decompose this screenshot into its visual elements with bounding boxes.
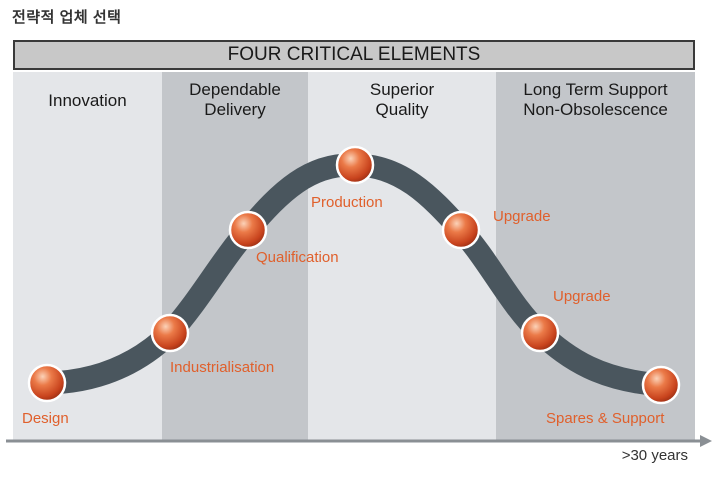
- stage-node: [441, 210, 481, 250]
- stage-node: [641, 365, 681, 405]
- stage-node: [150, 313, 190, 353]
- column-label-line: Long Term Support: [523, 80, 668, 99]
- column-label-line: Innovation: [48, 91, 127, 110]
- stage-design: Design: [22, 363, 69, 427]
- column-label-superior-quality: Superior Quality: [308, 80, 496, 120]
- column-label-line: Delivery: [204, 100, 266, 119]
- stage-label: Industrialisation: [170, 359, 274, 376]
- column-superior-quality: [308, 72, 496, 440]
- stage-label: Upgrade: [553, 288, 611, 305]
- column-label-line: Dependable: [189, 80, 281, 99]
- axis-arrow-icon: [700, 435, 712, 447]
- stage-upgrade-1: Upgrade: [441, 208, 551, 250]
- stage-upgrade-2: Upgrade: [520, 288, 611, 353]
- timeline-label: >30 years: [621, 447, 688, 464]
- stage-spares-support: Spares & Support: [546, 365, 681, 427]
- column-label-line: Non-Obsolescence: [523, 100, 668, 119]
- banner-four-critical-elements: FOUR CRITICAL ELEMENTS: [13, 40, 695, 70]
- stage-node: [520, 313, 560, 353]
- page-title: 전략적 업체 선택: [12, 9, 122, 26]
- column-label-innovation: Innovation: [13, 91, 162, 111]
- stage-node: [228, 210, 268, 250]
- stage-label: Upgrade: [493, 208, 551, 225]
- stage-production: Production: [311, 145, 383, 211]
- column-label-long-term-support: Long Term Support Non-Obsolescence: [496, 80, 695, 120]
- stage-qualification: Qualification: [228, 210, 339, 266]
- stage-label: Spares & Support: [546, 410, 665, 427]
- stage-label: Qualification: [256, 249, 339, 266]
- stage-node: [335, 145, 375, 185]
- stage-node: [27, 363, 67, 403]
- stage-industrialisation: Industrialisation: [150, 313, 274, 376]
- stage-label: Production: [311, 194, 383, 211]
- stage-label: Design: [22, 410, 69, 427]
- column-label-dependable-delivery: Dependable Delivery: [162, 80, 308, 120]
- column-label-line: Quality: [375, 100, 429, 119]
- column-label-line: Superior: [369, 80, 435, 99]
